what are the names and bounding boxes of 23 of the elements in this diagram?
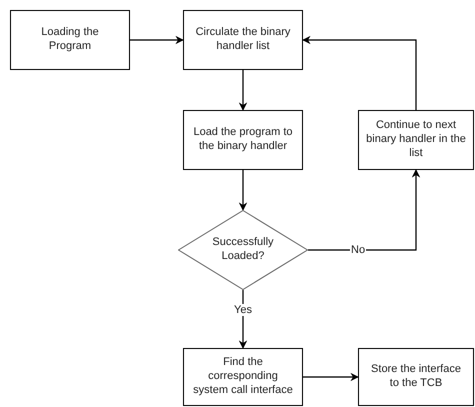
node-text: Circulate the binary handler list xyxy=(194,26,292,54)
arrow xyxy=(238,170,248,211)
decision-diamond xyxy=(178,210,308,290)
process-box xyxy=(183,10,303,70)
edge-label: No xyxy=(350,244,366,256)
arrow xyxy=(308,169,420,251)
process-box xyxy=(183,110,303,170)
arrow xyxy=(302,36,417,110)
arrow xyxy=(303,372,359,382)
node-text: Store the interface to the TCB xyxy=(370,363,462,391)
edge-label: Yes xyxy=(233,304,253,316)
node-text: Successfully Loaded? xyxy=(211,236,275,264)
process-box xyxy=(10,10,130,70)
arrow xyxy=(238,70,248,111)
node-text: Load the program to the binary handler xyxy=(192,126,294,154)
node-text: Continue to next binary handler in the list xyxy=(365,119,467,161)
process-box xyxy=(183,348,303,406)
process-box xyxy=(358,348,474,406)
node-text: Loading the Program xyxy=(40,26,100,54)
process-box xyxy=(358,110,474,170)
node-text: Find the corresponding system call interface xyxy=(192,356,294,398)
arrow xyxy=(130,36,184,44)
arrow xyxy=(238,290,248,349)
